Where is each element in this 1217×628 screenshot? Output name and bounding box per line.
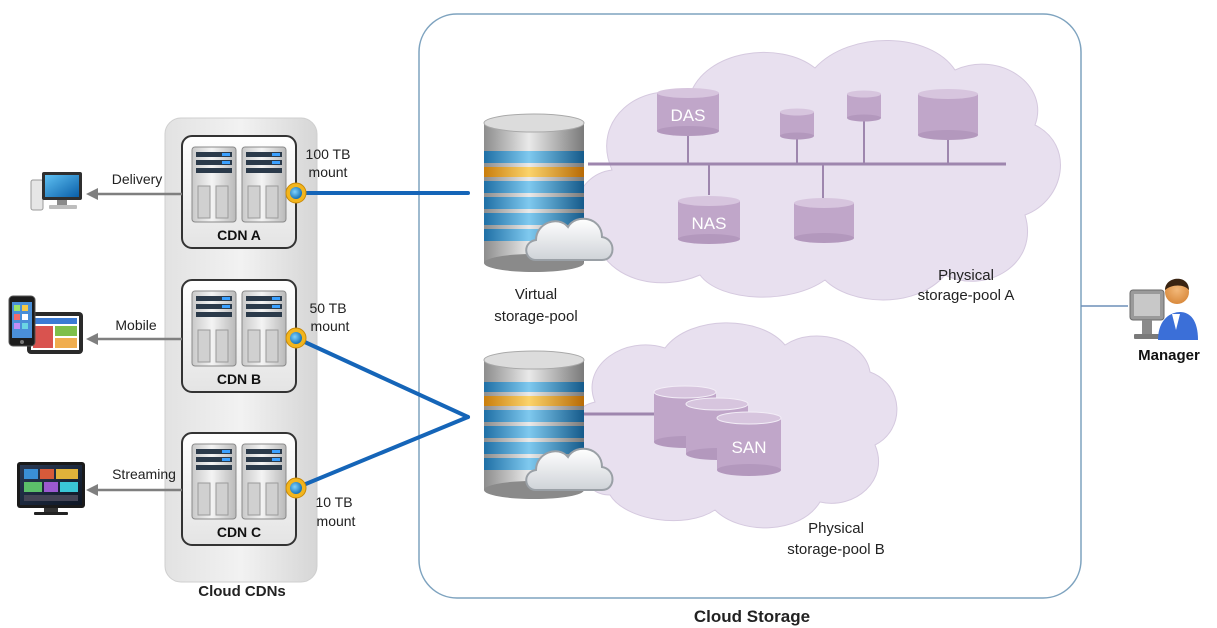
service-label: Streaming (112, 466, 176, 482)
service-arrow-mobile: Mobile (86, 317, 182, 345)
cdn-name: CDN A (217, 227, 261, 243)
physical-storage-pool-b: SAN Physical storage-pool B (562, 322, 898, 558)
nas-cylinder: NAS (678, 196, 740, 244)
pool-b-label-line2: storage-pool B (787, 541, 885, 558)
service-arrow-delivery: Delivery (86, 171, 182, 200)
cloud-storage-label: Cloud Storage (694, 607, 810, 626)
cloud-icon (525, 447, 614, 491)
smart-tv-icon (17, 462, 85, 515)
capacity-value: 50 TB (309, 300, 346, 316)
service-label: Mobile (115, 317, 156, 333)
cdn-card-a[interactable]: CDN A (181, 135, 297, 249)
capacity-value: 100 TB (306, 146, 351, 162)
server-rack-icon (191, 290, 287, 367)
virtual-pool-label-line1: Virtual (515, 286, 557, 303)
capacity-label-c: 10 TB mount (315, 494, 355, 529)
capacity-value: 10 TB (315, 494, 352, 510)
capacity-unit: mount (317, 513, 356, 529)
manager-label: Manager (1138, 347, 1200, 364)
capacity-label-a: 100 TB mount (306, 146, 351, 180)
server-rack-icon (191, 443, 287, 520)
mount-link-c (294, 415, 470, 490)
cloud-cdns-label: Cloud CDNs (198, 583, 286, 600)
capacity-label-b: 50 TB mount (309, 300, 349, 334)
mount-link-b (294, 336, 470, 419)
pool-a-label-line1: Physical (938, 267, 994, 284)
phone-and-tablet-icon (8, 295, 83, 354)
cdn-name: CDN B (217, 371, 261, 387)
manager-icon: Manager (1129, 278, 1200, 364)
virtual-pool-label-line2: storage-pool (494, 308, 577, 325)
virtual-storage-stack-b (483, 350, 614, 499)
mount-links (285, 182, 470, 499)
das-cylinder: DAS (657, 88, 719, 136)
cdn-card-b[interactable]: CDN B (181, 279, 297, 393)
service-arrow-streaming: Streaming (86, 466, 182, 496)
virtual-storage-stack-a (483, 113, 614, 272)
disk-cylinder-large (918, 89, 978, 140)
server-rack-icon (191, 146, 287, 223)
mount-port-b (285, 327, 307, 349)
pool-a-label-line2: storage-pool A (918, 287, 1015, 304)
service-label: Delivery (112, 171, 163, 187)
disk-cylinder-medium (794, 198, 854, 243)
desktop-computer-icon (30, 172, 82, 211)
capacity-unit: mount (311, 318, 350, 334)
disk-cylinder-small (847, 90, 881, 122)
san-cylinder-front: SAN (716, 411, 782, 476)
cdn-card-c[interactable]: CDN C (181, 432, 297, 546)
capacity-unit: mount (309, 164, 348, 180)
mount-port-a (285, 182, 307, 204)
nas-label: NAS (692, 214, 727, 233)
mount-port-c (285, 477, 307, 499)
disk-cylinder-small (780, 108, 814, 140)
san-label: SAN (732, 438, 767, 457)
das-label: DAS (671, 106, 706, 125)
physical-storage-pool-a: DAS NAS Physical storage- (574, 40, 1061, 304)
pool-b-label-line1: Physical (808, 520, 864, 537)
cloud-icon (525, 217, 614, 261)
cdn-name: CDN C (217, 524, 261, 540)
